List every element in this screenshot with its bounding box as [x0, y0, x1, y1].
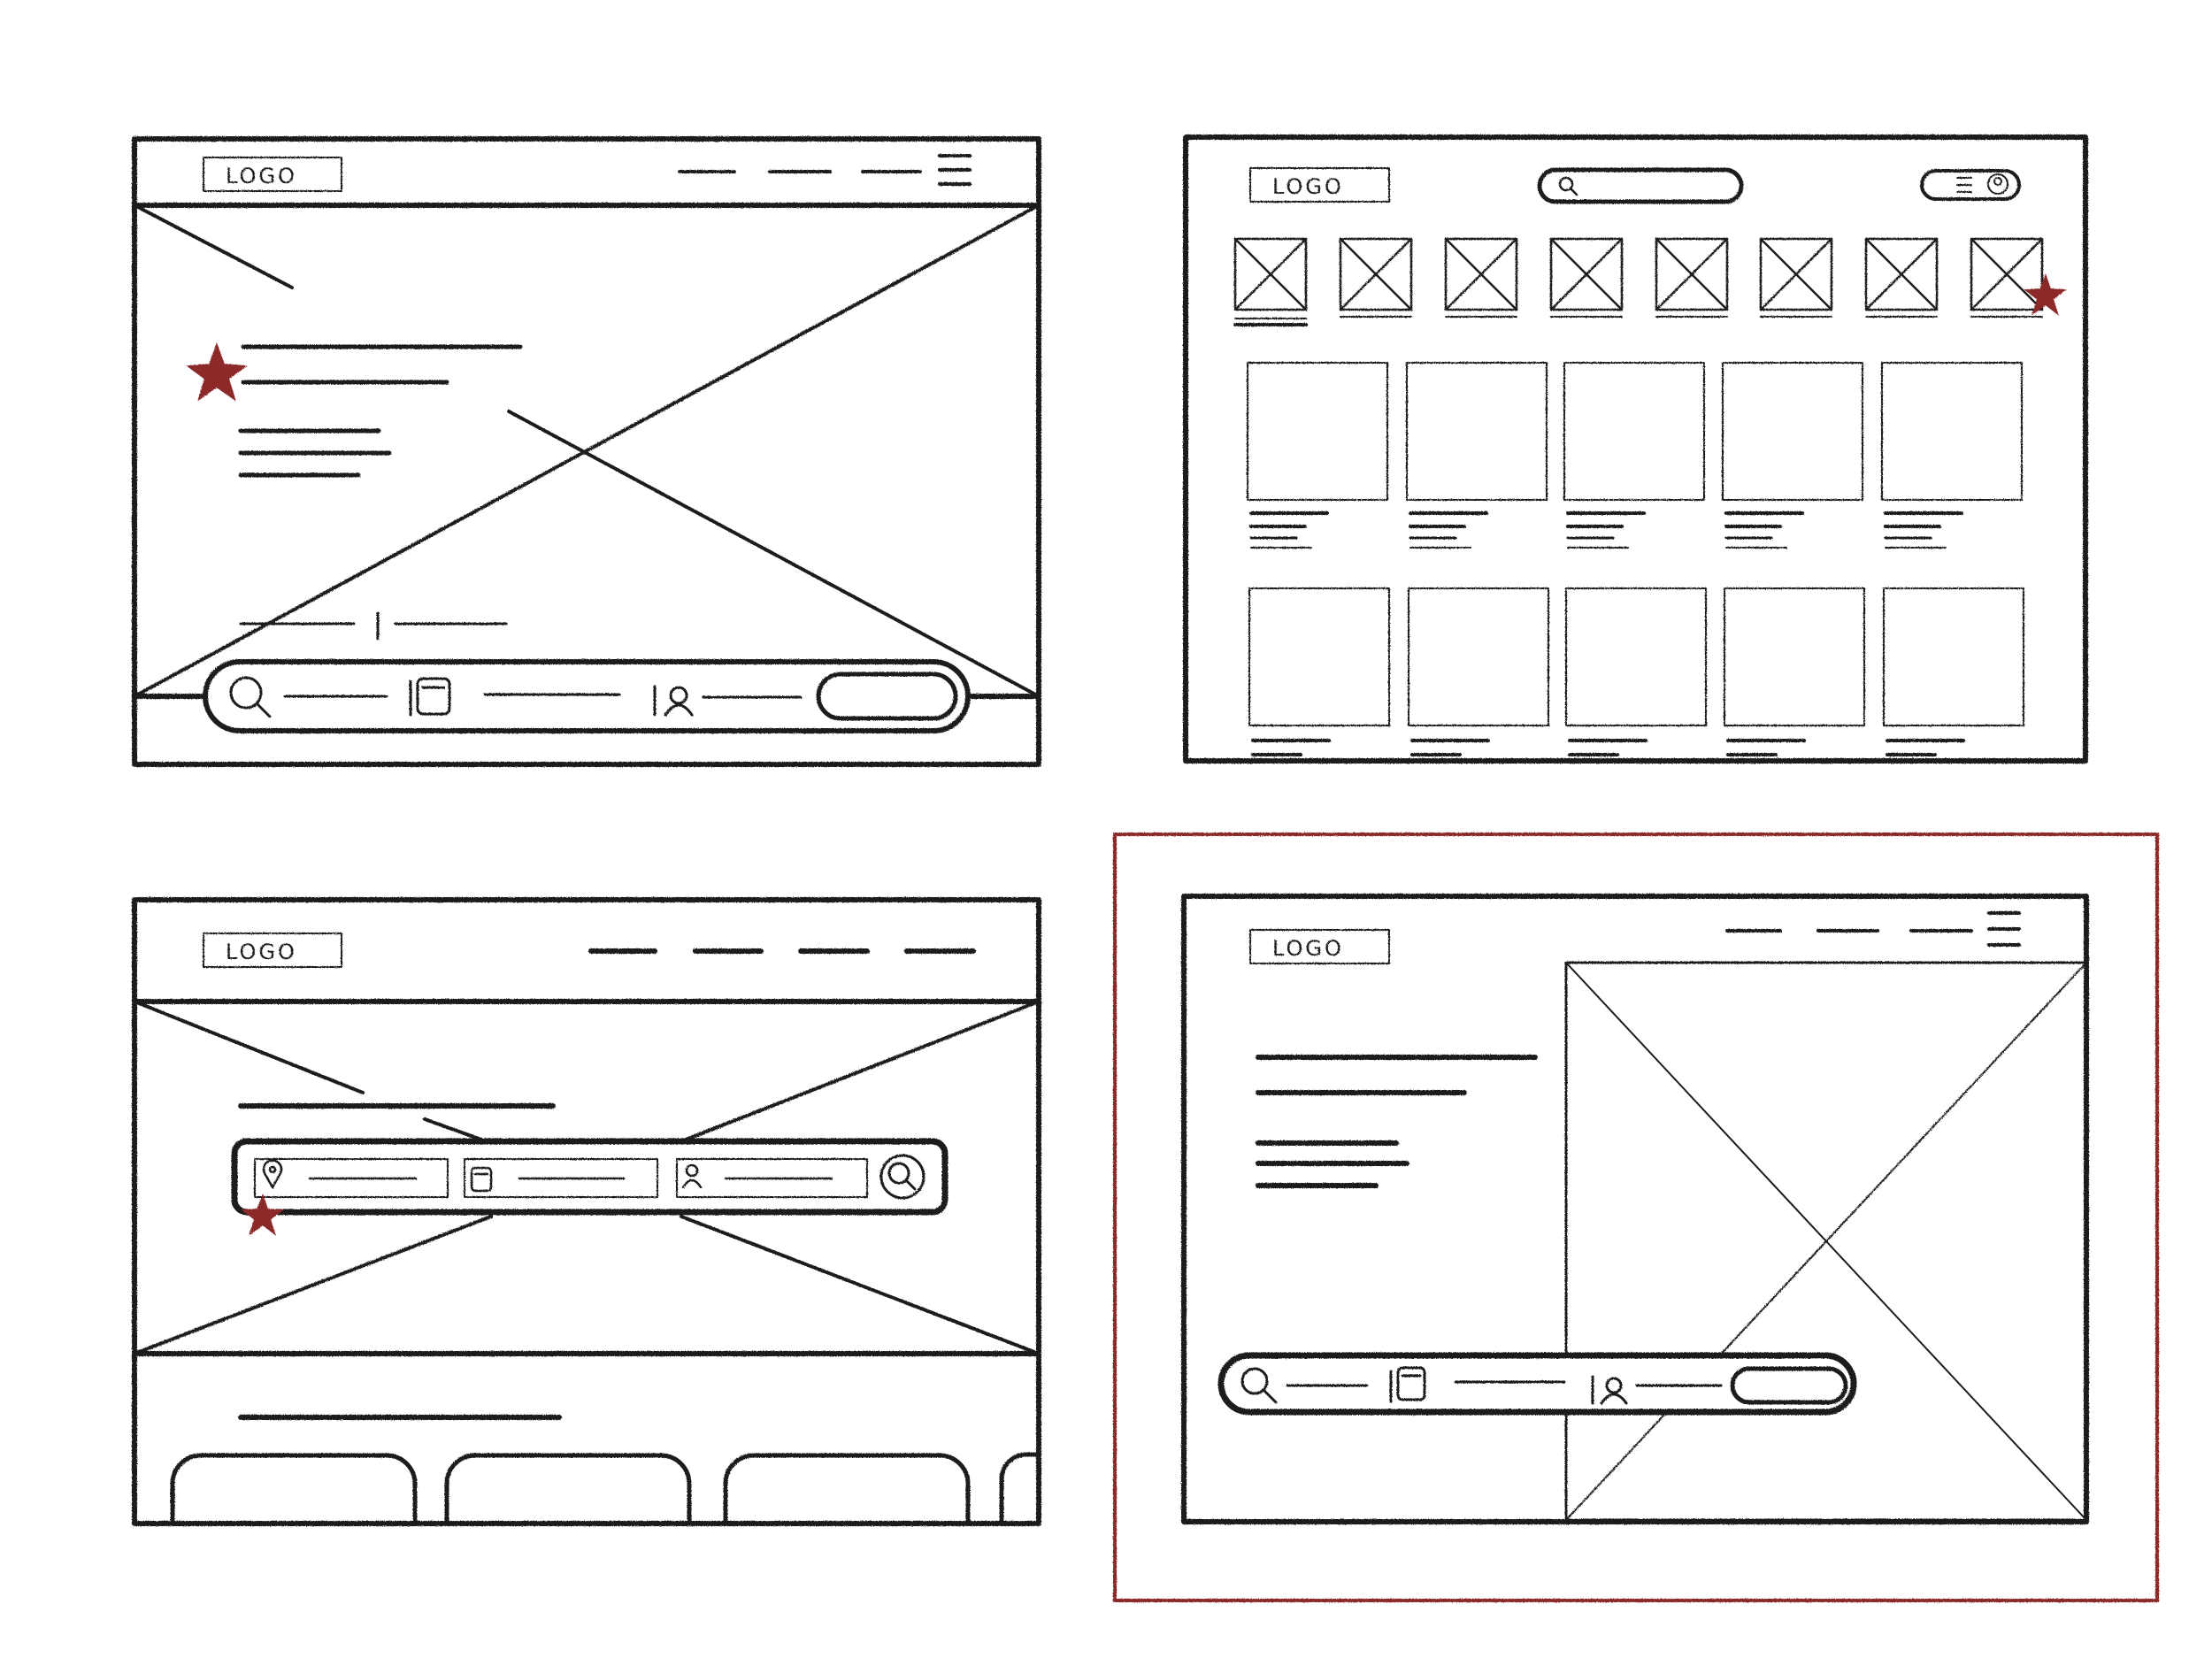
search-submit-button: [816, 672, 958, 721]
listing-card: [1406, 362, 1548, 549]
content-card-partial: [999, 1452, 1041, 1526]
category-icon: [1970, 237, 2044, 311]
category-icon: [1655, 237, 1729, 311]
listing-card: [1722, 362, 1863, 549]
listing-card: [1883, 587, 2024, 756]
location-pin-icon: [262, 1159, 283, 1189]
listing-cards-row-2: [1248, 587, 2024, 756]
category-active-underline: [1233, 318, 1308, 326]
location-field: [254, 1158, 449, 1198]
content-card: [723, 1453, 971, 1526]
browser-frame: [132, 136, 1041, 767]
header-search-input: [1537, 167, 1744, 204]
logo-box: LOGO: [203, 157, 342, 192]
logo-box: LOGO: [1249, 929, 1390, 964]
calendar-icon: [409, 677, 451, 717]
user-menu-pill: [1920, 169, 2021, 201]
listing-card: [1247, 362, 1388, 549]
logo-box: LOGO: [203, 933, 342, 968]
category-icon: [1864, 237, 1939, 311]
wireframe-hero-fullwidth: LOGO: [132, 136, 1041, 767]
search-icon: [229, 676, 272, 718]
wireframe-hero-search-cards: LOGO: [132, 897, 1041, 1526]
search-button-icon: [879, 1154, 926, 1200]
listing-card: [1881, 362, 2023, 549]
category-icon: [1339, 237, 1413, 311]
star-mark-icon: [186, 342, 248, 402]
user-icon: [653, 685, 694, 717]
carousel-indicator: [239, 611, 508, 641]
browser-frame: [132, 897, 1041, 1526]
search-icon: [1240, 1367, 1278, 1404]
star-mark-icon: [241, 1194, 284, 1236]
category-icon: [1444, 237, 1518, 311]
date-field: [464, 1158, 658, 1198]
content-card: [170, 1453, 418, 1526]
hero-search-bar: [231, 1138, 949, 1216]
browser-frame: [1181, 894, 2089, 1524]
wireframe-split-hero: LOGO: [1181, 894, 2089, 1524]
profile-icon: [1987, 173, 2008, 195]
content-card: [444, 1453, 692, 1526]
logo-label: LOGO: [1272, 936, 1344, 961]
category-icon: [1759, 237, 1833, 311]
hero-image-placeholder: [132, 203, 1041, 699]
hamburger-icon: [1987, 911, 2021, 947]
search-bar: [203, 659, 971, 733]
selection-highlight-border: [1113, 833, 2159, 1602]
calendar-icon: [470, 1166, 493, 1193]
logo-label: LOGO: [226, 940, 297, 964]
hero-image-placeholder: [1564, 961, 2088, 1522]
logo-box: LOGO: [1249, 167, 1390, 203]
calendar-icon: [1389, 1366, 1426, 1403]
listing-card: [1563, 362, 1705, 549]
wireframe-category-grid: LOGO: [1183, 134, 2088, 764]
category-icon: [1549, 237, 1624, 311]
guests-field: [676, 1158, 868, 1198]
listing-card: [1565, 587, 1707, 756]
category-icons-row: [1233, 237, 2044, 311]
browser-frame: [1183, 134, 2088, 764]
hero-headline-lines: [238, 344, 523, 478]
category-icon: [1233, 237, 1308, 311]
search-bar: [1217, 1352, 1857, 1416]
hamburger-icon: [938, 154, 972, 186]
user-icon: [681, 1163, 703, 1189]
content-cards-row: [170, 1452, 1041, 1526]
star-mark-icon: [2024, 273, 2067, 316]
listing-card: [1724, 587, 1865, 756]
hero-headline-lines: [1256, 1055, 1538, 1188]
listing-card: [1248, 587, 1390, 756]
hero-image-placeholder: [133, 1000, 1041, 1355]
logo-label: LOGO: [226, 164, 297, 188]
hamburger-icon: [1956, 177, 1972, 193]
listing-cards-row-1: [1247, 362, 2023, 549]
search-submit-button: [1730, 1366, 1848, 1405]
user-icon: [1591, 1375, 1628, 1405]
logo-label: LOGO: [1272, 174, 1344, 199]
search-icon: [1558, 176, 1578, 196]
listing-card: [1408, 587, 1549, 756]
